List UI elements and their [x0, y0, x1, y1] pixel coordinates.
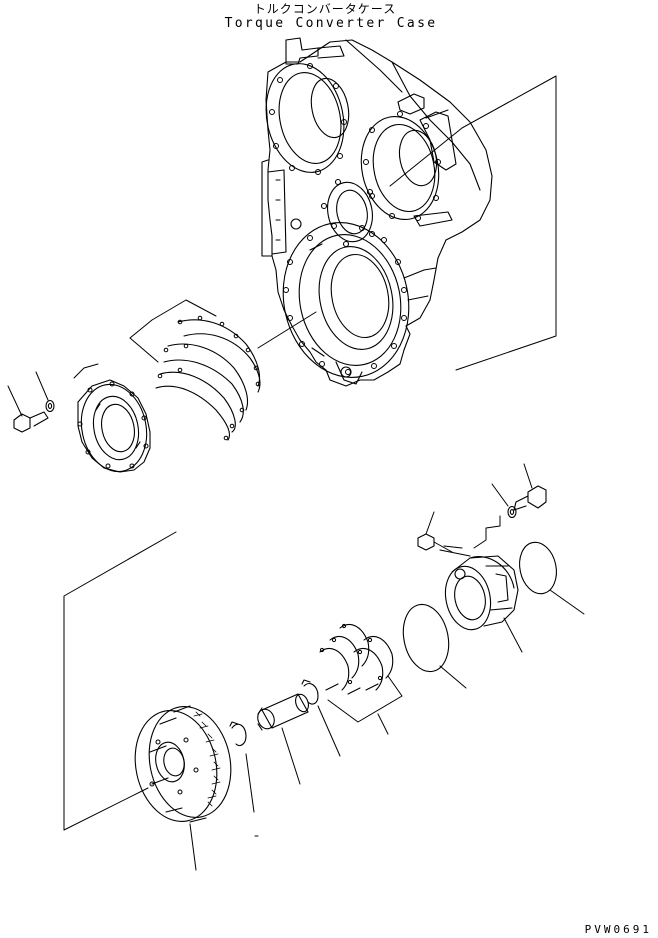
cover-gaskets [130, 300, 260, 440]
title-english: Torque Converter Case [224, 16, 438, 31]
bearing-cage [440, 546, 522, 652]
cover-bolt [8, 386, 48, 432]
plug [418, 512, 452, 552]
bushing [255, 692, 311, 784]
cage-gasket [515, 539, 584, 614]
cage-washer [474, 484, 516, 548]
front-cover [74, 364, 155, 478]
snap-ring [230, 722, 254, 812]
retaining-ring [302, 680, 340, 756]
drawing-code: PVW0691 [584, 923, 652, 936]
gear [64, 532, 241, 870]
cover-washer [36, 372, 54, 412]
torque-converter-case [256, 38, 556, 389]
cage-bolt [514, 464, 546, 510]
title-block: トルクコンバータケース Torque Converter Case [0, 0, 658, 34]
title-japanese: トルクコンバータケース [253, 2, 397, 16]
o-ring [397, 600, 466, 688]
shims [320, 624, 402, 734]
